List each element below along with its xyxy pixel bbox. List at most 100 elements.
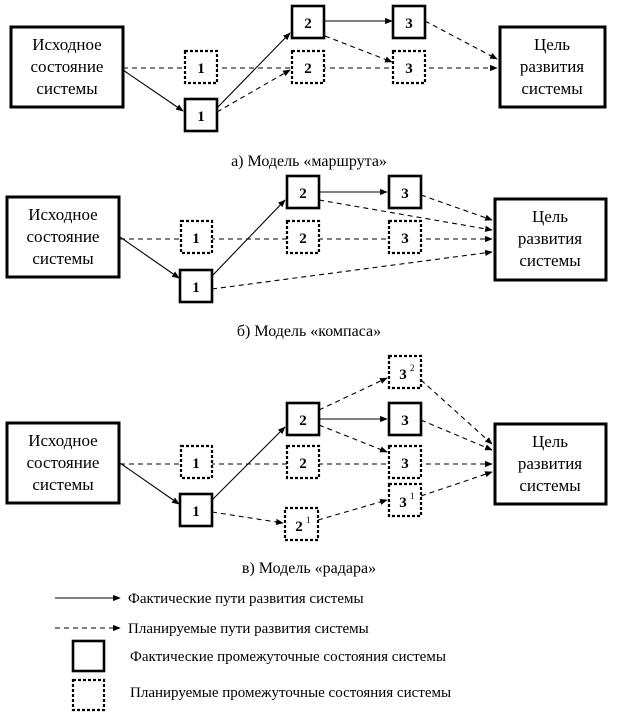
actual-state-number: 1 bbox=[192, 504, 200, 520]
radar-arrows bbox=[119, 377, 493, 525]
planned-state-number: 2 bbox=[295, 519, 303, 535]
actual-state-box bbox=[387, 174, 423, 210]
start-state-box bbox=[9, 25, 125, 109]
planned-state-number: 2 bbox=[299, 456, 307, 472]
actual-state-box bbox=[285, 401, 321, 437]
actual-path-arrow bbox=[119, 462, 180, 505]
planned-path-arrow bbox=[211, 249, 493, 290]
actual-state-number: 3 bbox=[405, 16, 413, 32]
planned-state-box bbox=[179, 444, 214, 480]
diagram-compass: Исходное состояние системы Цель развития… bbox=[5, 174, 608, 340]
diagram-caption: а) Модель «маршрута» bbox=[231, 153, 387, 170]
actual-state-box bbox=[290, 4, 326, 40]
actual-state-box bbox=[285, 174, 321, 210]
planned-state-box bbox=[387, 444, 423, 480]
goal-state-box bbox=[498, 25, 607, 109]
start-label-line: состояние bbox=[31, 57, 104, 76]
legend-planned-state-box bbox=[71, 678, 106, 712]
planned-state-number: 2 bbox=[299, 231, 307, 247]
planned-path-arrow bbox=[318, 377, 388, 411]
start-state-box bbox=[5, 421, 121, 505]
goal-label-line: Цель bbox=[532, 432, 568, 451]
actual-state-box bbox=[391, 4, 427, 40]
planned-state-box bbox=[179, 219, 214, 255]
planned-state-box bbox=[290, 49, 326, 85]
actual-path-arrow bbox=[122, 69, 184, 112]
actual-path-arrow bbox=[119, 236, 180, 279]
planned-state-number: 1 bbox=[192, 231, 200, 247]
planned-alt-state-box bbox=[387, 482, 423, 518]
actual-state-box bbox=[178, 268, 214, 304]
actual-state-number: 2 bbox=[299, 413, 307, 429]
goal-label-line: развития bbox=[518, 454, 582, 473]
planned-state-number: 3 bbox=[405, 61, 413, 77]
actual-state-number: 2 bbox=[299, 186, 307, 202]
planned-state-number: 1 bbox=[197, 61, 205, 77]
start-label-line: системы bbox=[32, 249, 94, 268]
planned-path-arrow bbox=[424, 20, 498, 60]
planned-alt-state-box bbox=[283, 506, 320, 542]
planned-state-box bbox=[285, 219, 321, 255]
planned-path-arrow bbox=[317, 498, 388, 521]
goal-label-line: развития bbox=[520, 57, 584, 76]
legend: Фактические пути развития системы Планир… bbox=[55, 591, 451, 712]
actual-state-number: 1 bbox=[197, 109, 205, 125]
goal-label-line: Цель bbox=[532, 207, 568, 226]
actual-path-arrow bbox=[216, 32, 291, 109]
diagram-caption: в) Модель «радара» bbox=[242, 560, 376, 577]
planned-state-superscript: 2 bbox=[410, 363, 415, 373]
planned-path-arrow bbox=[420, 419, 493, 451]
actual-state-box bbox=[178, 492, 214, 528]
actual-state-box bbox=[387, 401, 423, 437]
actual-state-number: 3 bbox=[401, 186, 409, 202]
planned-path-arrow bbox=[318, 424, 388, 453]
diagram-route: Исходное состояние системы Цель развития… bbox=[9, 4, 607, 170]
actual-state-box bbox=[183, 97, 219, 133]
start-label-line: системы bbox=[36, 79, 98, 98]
goal-state-box bbox=[493, 422, 608, 506]
planned-path-arrow bbox=[211, 511, 284, 525]
route-arrows bbox=[122, 17, 498, 113]
actual-state-number: 1 bbox=[192, 280, 200, 296]
start-label-line: состояние bbox=[27, 227, 100, 246]
legend-actual-state-box bbox=[71, 639, 106, 673]
start-label-line: Исходное bbox=[28, 205, 97, 224]
planned-path-arrow bbox=[216, 69, 291, 113]
goal-label-line: системы bbox=[521, 79, 583, 98]
start-label-line: состояние bbox=[27, 453, 100, 472]
goal-label-line: системы bbox=[519, 476, 581, 495]
planned-path-arrow bbox=[318, 199, 493, 232]
start-state-box bbox=[5, 195, 121, 279]
start-label-line: Исходное bbox=[32, 35, 101, 54]
diagram-radar: Исходное состояние системы Цель развития… bbox=[5, 354, 608, 577]
legend-actual-path-label: Фактические пути развития системы bbox=[128, 591, 364, 607]
legend-actual-state-label: Фактические промежуточные состояния сист… bbox=[130, 649, 446, 665]
planned-state-box bbox=[391, 49, 427, 85]
compass-arrows bbox=[119, 188, 493, 290]
planned-state-box bbox=[387, 219, 423, 255]
legend-planned-path-label: Планируемые пути развития системы bbox=[128, 621, 369, 637]
diagram-caption: б) Модель «компаса» bbox=[237, 323, 381, 340]
planned-state-number: 3 bbox=[399, 367, 407, 383]
planned-state-number: 3 bbox=[401, 231, 409, 247]
start-label-line: Исходное bbox=[28, 431, 97, 450]
actual-path-arrow bbox=[211, 199, 286, 277]
planned-state-number: 3 bbox=[401, 456, 409, 472]
planned-path-arrow bbox=[420, 194, 493, 221]
planned-path-arrow bbox=[420, 471, 493, 497]
actual-state-number: 3 bbox=[401, 413, 409, 429]
planned-state-superscript: 1 bbox=[306, 515, 311, 525]
planned-state-number: 1 bbox=[192, 456, 200, 472]
planned-state-number: 2 bbox=[304, 61, 312, 77]
actual-state-number: 2 bbox=[304, 16, 312, 32]
planned-state-superscript: 1 bbox=[410, 491, 415, 501]
legend-planned-state-label: Планируемые промежуточные состояния сист… bbox=[130, 685, 451, 701]
goal-label-line: Цель bbox=[534, 35, 570, 54]
planned-state-box bbox=[183, 49, 219, 85]
goal-state-box bbox=[493, 197, 608, 282]
planned-state-number: 3 bbox=[399, 495, 407, 511]
goal-label-line: системы bbox=[519, 251, 581, 270]
planned-path-arrow bbox=[420, 379, 493, 445]
start-label-line: системы bbox=[32, 475, 94, 494]
